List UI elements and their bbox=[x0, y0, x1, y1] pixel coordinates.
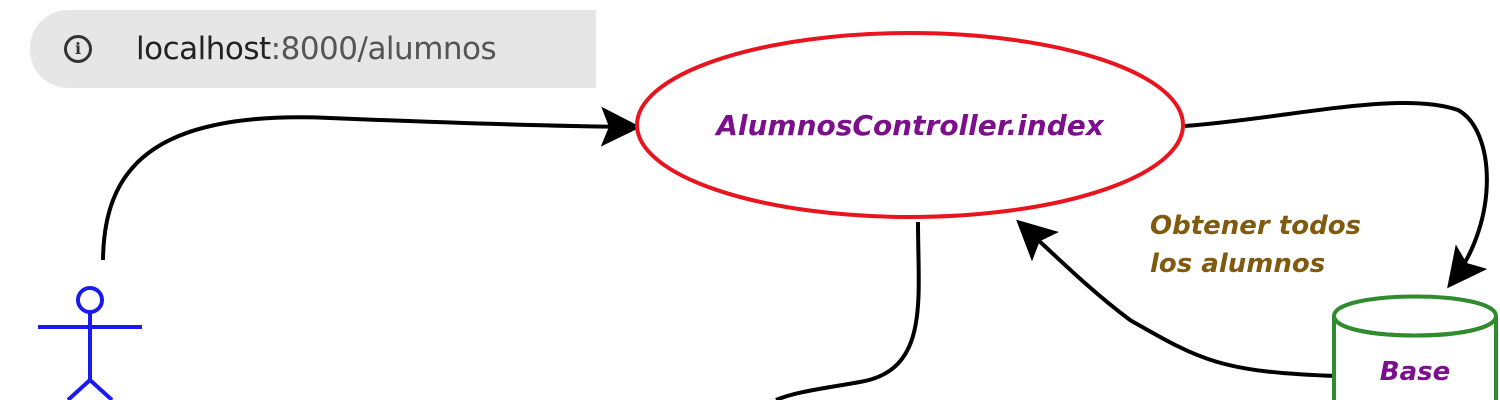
address-bar[interactable]: i localhost:8000/alumnos bbox=[30, 10, 596, 88]
url-path: :8000/alumnos bbox=[270, 31, 497, 67]
user-actor-icon bbox=[38, 286, 142, 400]
query-label-line1: Obtener todos bbox=[1150, 211, 1361, 241]
url-host: localhost bbox=[136, 31, 271, 67]
result-arrow bbox=[1016, 219, 1337, 378]
query-label-line2: los alumnos bbox=[1150, 249, 1325, 279]
database-label: Base bbox=[1380, 357, 1450, 387]
database-node bbox=[1331, 294, 1499, 400]
controller-node bbox=[635, 31, 1185, 219]
request-arrow bbox=[101, 106, 641, 261]
info-circle-icon[interactable]: i bbox=[64, 35, 92, 63]
query-arrow bbox=[1184, 100, 1489, 289]
controller-label: AlumnosController.index bbox=[714, 109, 1105, 142]
response-line bbox=[775, 221, 921, 400]
url-text[interactable]: localhost:8000/alumnos bbox=[136, 31, 497, 67]
